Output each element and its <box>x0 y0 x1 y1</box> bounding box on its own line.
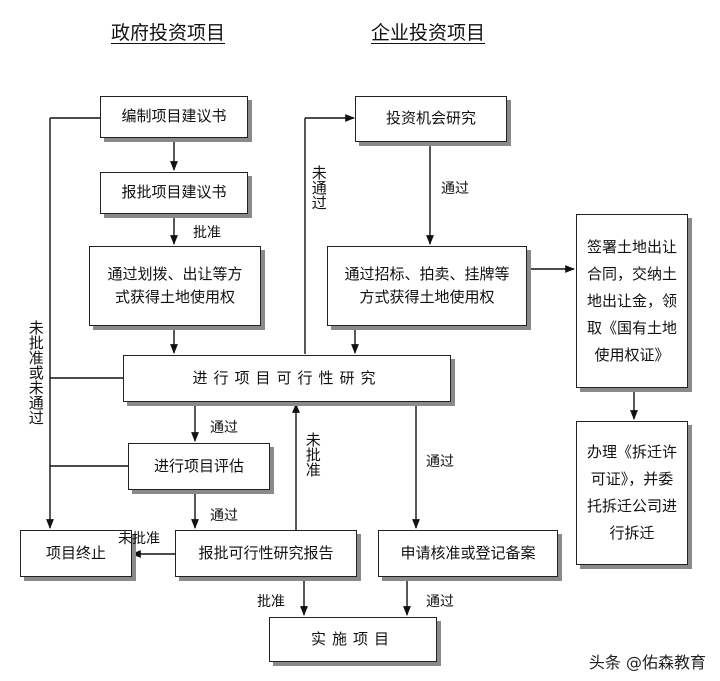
compile-proposal-box: 编制项目建议书 <box>100 96 248 138</box>
implement-project-box: 实施项目 <box>269 617 437 662</box>
not-passed-vertical-label: 未通过 <box>309 165 328 210</box>
project-terminated-box: 项目终止 <box>20 530 132 577</box>
demolition-permit-box: 办理《拆迁许可证》，并委托拆迁公司进行拆迁 <box>576 421 688 565</box>
passed-opportunity-label: 通过 <box>441 181 469 197</box>
apply-approval-box: 申请核准或登记备案 <box>378 530 558 577</box>
watermark: 头条 @佑森教育 <box>588 653 706 672</box>
not-approved-or-not-passed-label: 未批准或未通过 <box>26 320 45 425</box>
not-approved-to-terminate-label: 未批准 <box>118 531 160 547</box>
passed-to-implement-label: 通过 <box>426 594 454 610</box>
passed-to-evaluation-label: 通过 <box>210 420 238 436</box>
passed-to-apply-label: 通过 <box>426 454 454 470</box>
approved-to-implement-label: 批准 <box>257 594 285 610</box>
submit-proposal-box: 报批项目建议书 <box>100 172 248 214</box>
submit-feasibility-box: 报批可行性研究报告 <box>175 530 357 577</box>
enterprise-land-box: 通过招标、拍卖、挂牌等方式获得土地使用权 <box>327 246 527 326</box>
enterprise-heading: 企业投资项目 <box>371 22 486 44</box>
project-evaluation-box: 进行项目评估 <box>128 443 270 490</box>
passed-to-submit-label: 通过 <box>210 508 238 524</box>
approved-label-1: 批准 <box>193 225 221 241</box>
sign-land-contract-box: 签署土地出让合同，交纳土地出让金，领取《国有土地使用权证》 <box>576 214 688 388</box>
feasibility-study-box: 进行项目可行性研究 <box>123 355 451 402</box>
opportunity-study-box: 投资机会研究 <box>355 96 507 142</box>
not-approved-vertical-label: 未批准 <box>303 432 322 477</box>
government-heading: 政府投资项目 <box>111 22 226 44</box>
government-land-box: 通过划拨、出让等方式获得土地使用权 <box>89 246 261 326</box>
